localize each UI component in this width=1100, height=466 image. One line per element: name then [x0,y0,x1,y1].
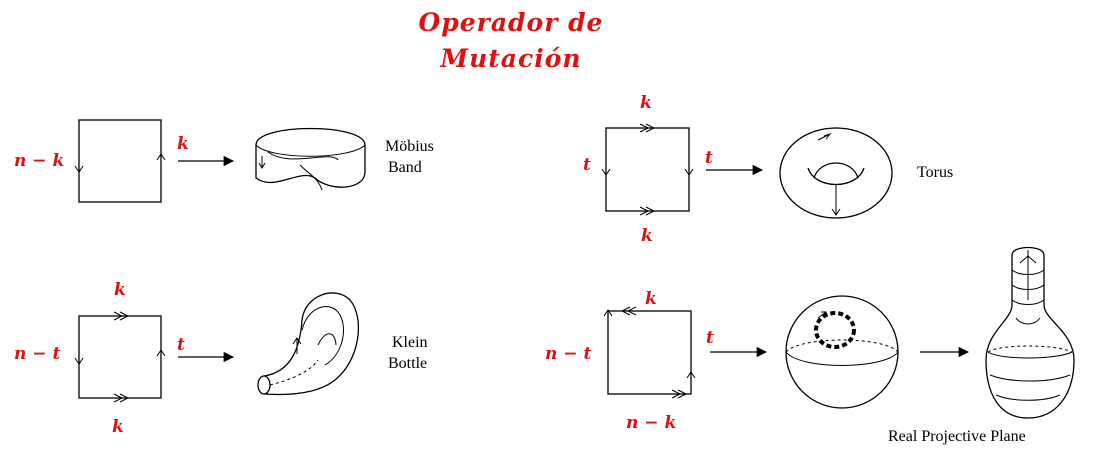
mobius-panel: n − k k Möbius Band [14,119,434,203]
klein-name-line2: Bottle [388,355,427,372]
torus-right-arrow-down [684,161,694,176]
torus-top-label: k [640,93,652,113]
mobius-left-arrow-down [74,158,84,173]
projective-right-arrow-up [686,371,696,386]
klein-bottle-drawing [257,292,360,396]
torus-left-label: t [583,155,591,175]
klein-bottom-arrow [112,393,130,403]
title-line-2: Mutación [440,44,582,73]
projective-name: Real Projective Plane [888,428,1026,445]
torus-bottom-label: k [641,226,653,246]
klein-left-arrow-down [74,350,84,365]
klein-arrow-label: t [177,335,185,355]
klein-top-label: k [114,280,126,300]
mobius-right-arrow-up [156,153,166,168]
projective-top-arrow [620,306,638,316]
projective-bottom-label: n − k [626,413,676,433]
klein-top-arrow [112,311,130,321]
mobius-square [78,119,162,203]
projective-left-label: n − t [545,344,591,364]
mobius-name-line1: Möbius [385,138,434,155]
klein-panel: k n − t t k Klein Bottle [14,280,428,437]
klein-left-label: n − t [14,344,60,364]
mobius-left-label: n − k [14,151,64,171]
mobius-band-drawing [255,127,366,191]
klein-name-line1: Klein [392,334,428,351]
torus-name: Torus [917,164,953,181]
mobius-name-line2: Band [388,159,422,176]
torus-left-arrow-down [601,161,611,176]
projective-plane-drawing [985,246,1075,419]
projective-left-arrow-up [603,309,613,324]
torus-bottom-arrow [638,206,656,216]
torus-top-arrow [638,123,656,133]
projective-bottom-arrow [670,389,688,399]
title-line-1: Operador de [418,8,604,37]
projective-arrow-label: t [706,328,714,348]
projective-top-label: k [645,289,657,309]
projective-panel: k n − t t n − k Real Projective Plane [545,246,1075,445]
torus-panel: k t t k Torus [583,93,953,246]
projective-square [607,310,692,395]
torus-square [605,127,690,212]
torus-arrow-label: t [705,148,713,168]
mobius-arrow-label: k [177,134,189,154]
klein-right-arrow-up [156,349,166,364]
sphere-drawing [785,295,899,409]
klein-bottom-label: k [112,417,124,437]
torus-drawing [779,127,893,219]
klein-square [78,315,162,399]
